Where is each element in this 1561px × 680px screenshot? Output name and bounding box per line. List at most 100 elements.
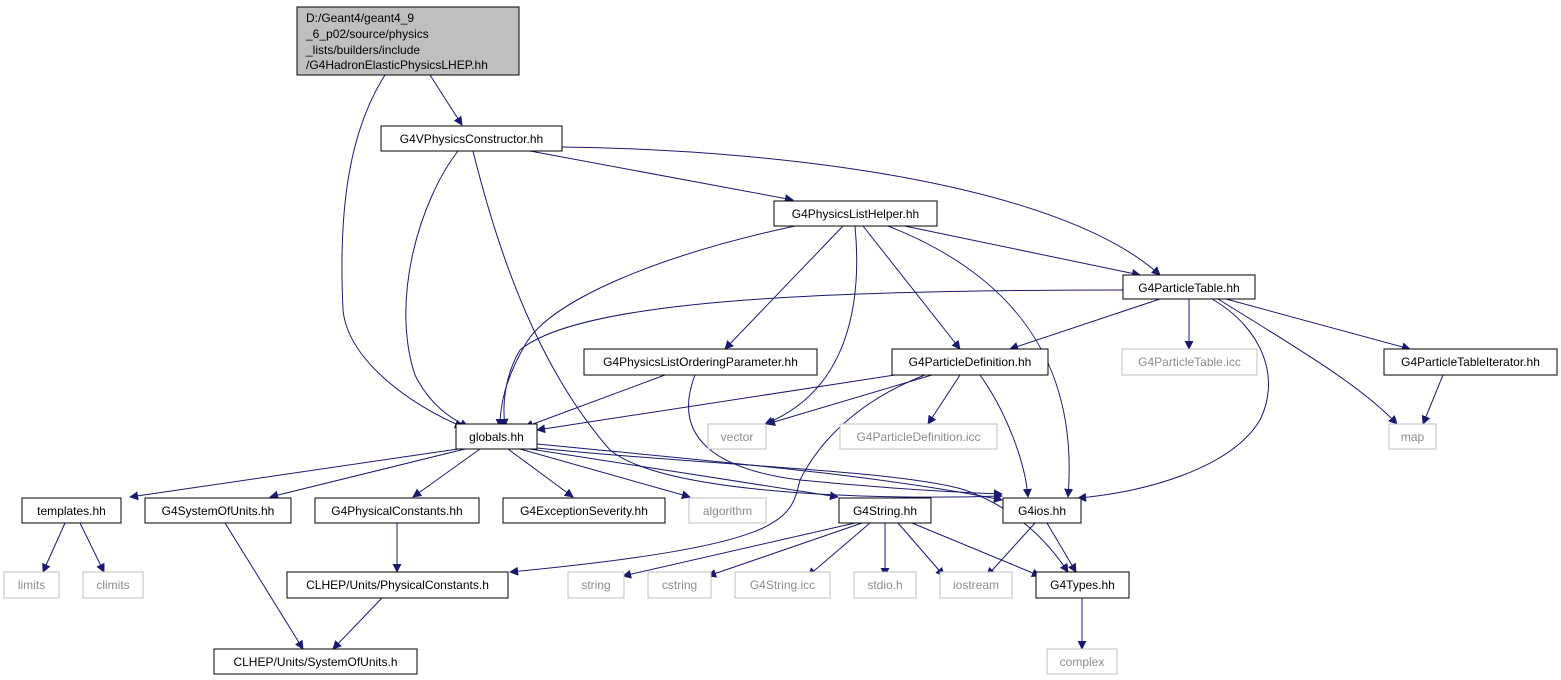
root-file-line-2: _6_p02/source/physics	[305, 27, 429, 41]
node-clhep-physical-constants-label: CLHEP/Units/PhysicalConstants.h	[306, 578, 489, 592]
edge-templates-to-limits	[42, 522, 66, 573]
edge-globals-to-g4ios	[536, 443, 1003, 503]
edge-ordering-parameter-to-globals	[524, 374, 666, 429]
node-cstring-label: cstring	[662, 578, 697, 592]
edge-particle-definition-to-globals	[536, 374, 896, 434]
node-physical-constants[interactable]: G4PhysicalConstants.hh	[314, 497, 480, 524]
edge-particle-definition-to-g4ios	[979, 374, 1032, 498]
edge-g4string-to-iostream	[897, 522, 945, 577]
node-particle-table[interactable]: G4ParticleTable.hh	[1122, 274, 1256, 300]
edge-physics-constructor-to-globals	[405, 150, 469, 428]
node-system-of-units[interactable]: G4SystemOfUnits.hh	[144, 497, 292, 524]
root-file-line-1: D:/Geant4/geant4_9	[306, 11, 414, 25]
edge-clhep-physical-constants-to-clhep-system-of-units	[332, 597, 383, 650]
node-clhep-system-of-units[interactable]: CLHEP/Units/SystemOfUnits.h	[213, 648, 418, 675]
edge-physics-list-helper-to-ordering-parameter	[724, 225, 844, 350]
node-particle-definition-icc: G4ParticleDefinition.icc	[839, 423, 998, 450]
node-map: map	[1388, 423, 1437, 450]
node-system-of-units-label: G4SystemOfUnits.hh	[162, 504, 275, 518]
edge-g4ios-to-g4types	[1046, 522, 1077, 573]
node-limits: limits	[3, 571, 60, 599]
node-particle-table-label: G4ParticleTable.hh	[1138, 281, 1239, 295]
node-templates-label: templates.hh	[37, 504, 106, 518]
node-cstring: cstring	[647, 571, 712, 599]
node-globals[interactable]: globals.hh	[455, 423, 538, 450]
node-particle-table-iterator[interactable]: G4ParticleTableIterator.hh	[1383, 348, 1558, 376]
edge-templates-to-climits	[79, 522, 105, 573]
root-file-node[interactable]: D:/Geant4/geant4_9 _6_p02/source/physics…	[296, 6, 520, 76]
node-stdio-label: stdio.h	[867, 578, 902, 592]
edge-layer	[42, 74, 1444, 650]
node-g4string-icc: G4String.icc	[734, 571, 831, 599]
edge-g4string-to-g4string-icc	[807, 522, 871, 577]
node-particle-definition-icc-label: G4ParticleDefinition.icc	[856, 430, 980, 444]
edge-physics-list-helper-to-globals	[495, 225, 796, 428]
node-g4string-label: G4String.hh	[853, 504, 917, 518]
node-algorithm-label: algorithm	[703, 504, 752, 518]
node-physics-constructor[interactable]: G4VPhysicsConstructor.hh	[380, 125, 563, 152]
node-g4ios[interactable]: G4ios.hh	[1002, 497, 1082, 524]
edge-particle-table-to-particle-definition	[1009, 298, 1161, 351]
node-ordering-parameter-label: G4PhysicsListOrderingParameter.hh	[603, 355, 798, 369]
edge-physics-list-helper-to-particle-table	[894, 223, 1141, 278]
node-vector-label: vector	[721, 430, 754, 444]
edge-g4string-to-cstring	[707, 522, 863, 578]
edge-particle-table-to-g4ios	[1077, 298, 1269, 502]
edge-particle-definition-to-particle-definition-icc	[927, 374, 961, 425]
node-particle-definition[interactable]: G4ParticleDefinition.hh	[891, 348, 1049, 376]
node-string: string	[567, 571, 625, 599]
node-g4string-icc-label: G4String.icc	[750, 578, 815, 592]
node-vector: vector	[707, 423, 767, 450]
edge-system-of-units-to-clhep-system-of-units	[224, 522, 304, 650]
edge-root-to-physics-constructor	[429, 74, 463, 126]
node-physical-constants-label: G4PhysicalConstants.hh	[331, 504, 462, 518]
edge-particle-table-iterator-to-map	[1421, 374, 1444, 425]
node-complex-label: complex	[1060, 655, 1105, 669]
node-string-label: string	[581, 578, 610, 592]
node-complex: complex	[1046, 648, 1118, 675]
edge-g4ios-to-iostream	[986, 522, 1036, 577]
edge-physics-list-helper-to-g4ios	[887, 225, 1074, 498]
node-algorithm: algorithm	[688, 497, 767, 524]
edge-root-to-globals	[341, 74, 464, 429]
edge-globals-to-g4types	[536, 447, 1069, 573]
node-exception-severity-label: G4ExceptionSeverity.hh	[520, 504, 648, 518]
edge-particle-table-to-map	[1217, 298, 1398, 425]
node-clhep-system-of-units-label: CLHEP/Units/SystemOfUnits.h	[233, 655, 397, 669]
node-g4string[interactable]: G4String.hh	[838, 497, 932, 524]
node-limits-label: limits	[18, 578, 45, 592]
edge-particle-table-to-globals	[499, 289, 1126, 428]
edge-particle-table-to-particle-table-iterator	[1225, 298, 1411, 352]
node-climits: climits	[82, 571, 144, 599]
node-physics-list-helper[interactable]: G4PhysicsListHelper.hh	[773, 200, 938, 227]
node-iostream: iostream	[939, 571, 1013, 599]
node-templates[interactable]: templates.hh	[21, 497, 122, 524]
root-file-line-4: /G4HadronElasticPhysicsLHEP.hh	[306, 58, 488, 72]
node-ordering-parameter[interactable]: G4PhysicsListOrderingParameter.hh	[583, 348, 818, 376]
node-exception-severity[interactable]: G4ExceptionSeverity.hh	[502, 497, 666, 524]
edge-g4string-to-g4types	[911, 522, 1041, 578]
node-climits-label: climits	[96, 578, 129, 592]
node-g4ios-label: G4ios.hh	[1018, 504, 1066, 518]
node-iostream-label: iostream	[953, 578, 999, 592]
edge-particle-definition-to-clhep-physical-constants	[509, 374, 926, 576]
node-particle-table-icc-label: G4ParticleTable.icc	[1138, 355, 1241, 369]
edge-globals-to-templates	[129, 448, 459, 501]
node-particle-table-icc: G4ParticleTable.icc	[1121, 348, 1258, 376]
node-physics-constructor-label: G4VPhysicsConstructor.hh	[400, 132, 543, 146]
node-clhep-physical-constants[interactable]: CLHEP/Units/PhysicalConstants.h	[286, 571, 509, 599]
edge-globals-to-g4string	[529, 448, 839, 501]
node-globals-label: globals.hh	[469, 430, 524, 444]
node-particle-definition-label: G4ParticleDefinition.hh	[909, 355, 1032, 369]
edge-globals-to-exception-severity	[507, 448, 574, 498]
edge-globals-to-system-of-units	[269, 448, 466, 500]
edge-g4string-to-string	[622, 522, 856, 579]
node-g4types[interactable]: G4Types.hh	[1035, 571, 1130, 599]
edge-particle-definition-to-vector	[766, 374, 933, 427]
edge-physics-constructor-to-particle-table	[561, 146, 1161, 276]
edge-physics-constructor-to-g4ios	[472, 150, 1003, 501]
edge-globals-to-physical-constants	[412, 448, 481, 498]
root-file-line-3: _lists/builders/include	[305, 43, 420, 57]
node-stdio: stdio.h	[853, 571, 917, 599]
